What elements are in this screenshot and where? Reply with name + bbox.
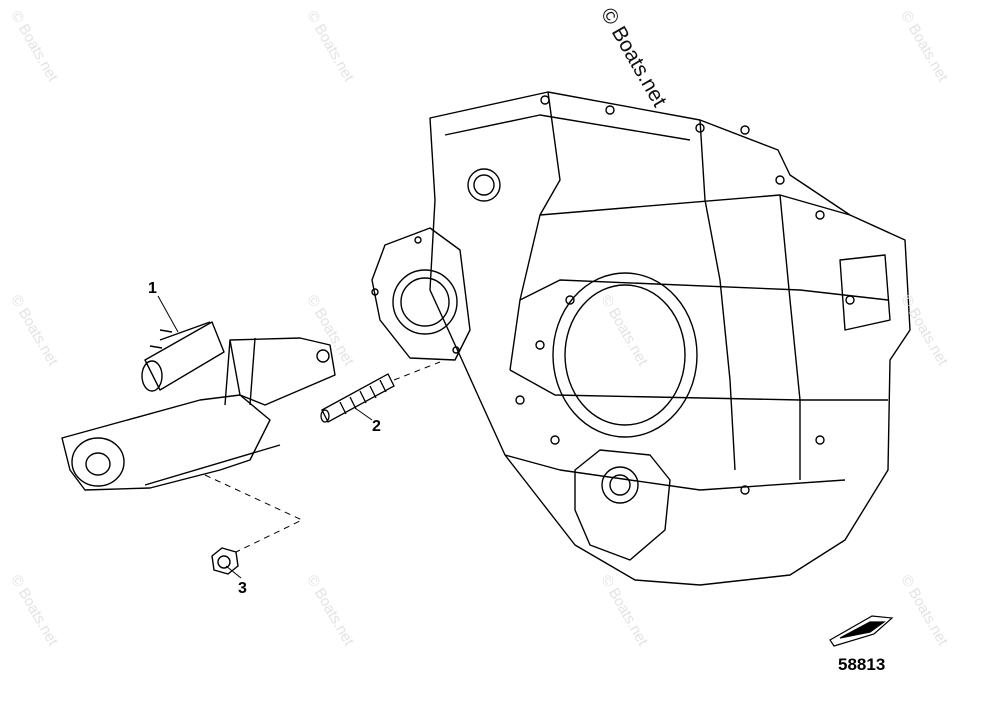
stud [320, 373, 395, 423]
flywheel-housing [371, 91, 911, 586]
callout-number-2: 2 [372, 418, 381, 435]
orientation-icon [829, 615, 894, 647]
nut-leader-dash [204, 474, 304, 553]
callout-number-1: 1 [148, 280, 157, 297]
figure-number: 58813 [838, 655, 886, 674]
callout-number-3: 3 [238, 580, 247, 597]
callout-2-leader [354, 407, 373, 421]
callout-3-leader [225, 565, 242, 579]
stud-leader-dash [393, 361, 441, 381]
callout-1-leader [157, 295, 179, 333]
nut [211, 547, 239, 575]
starter-motor [61, 321, 336, 491]
